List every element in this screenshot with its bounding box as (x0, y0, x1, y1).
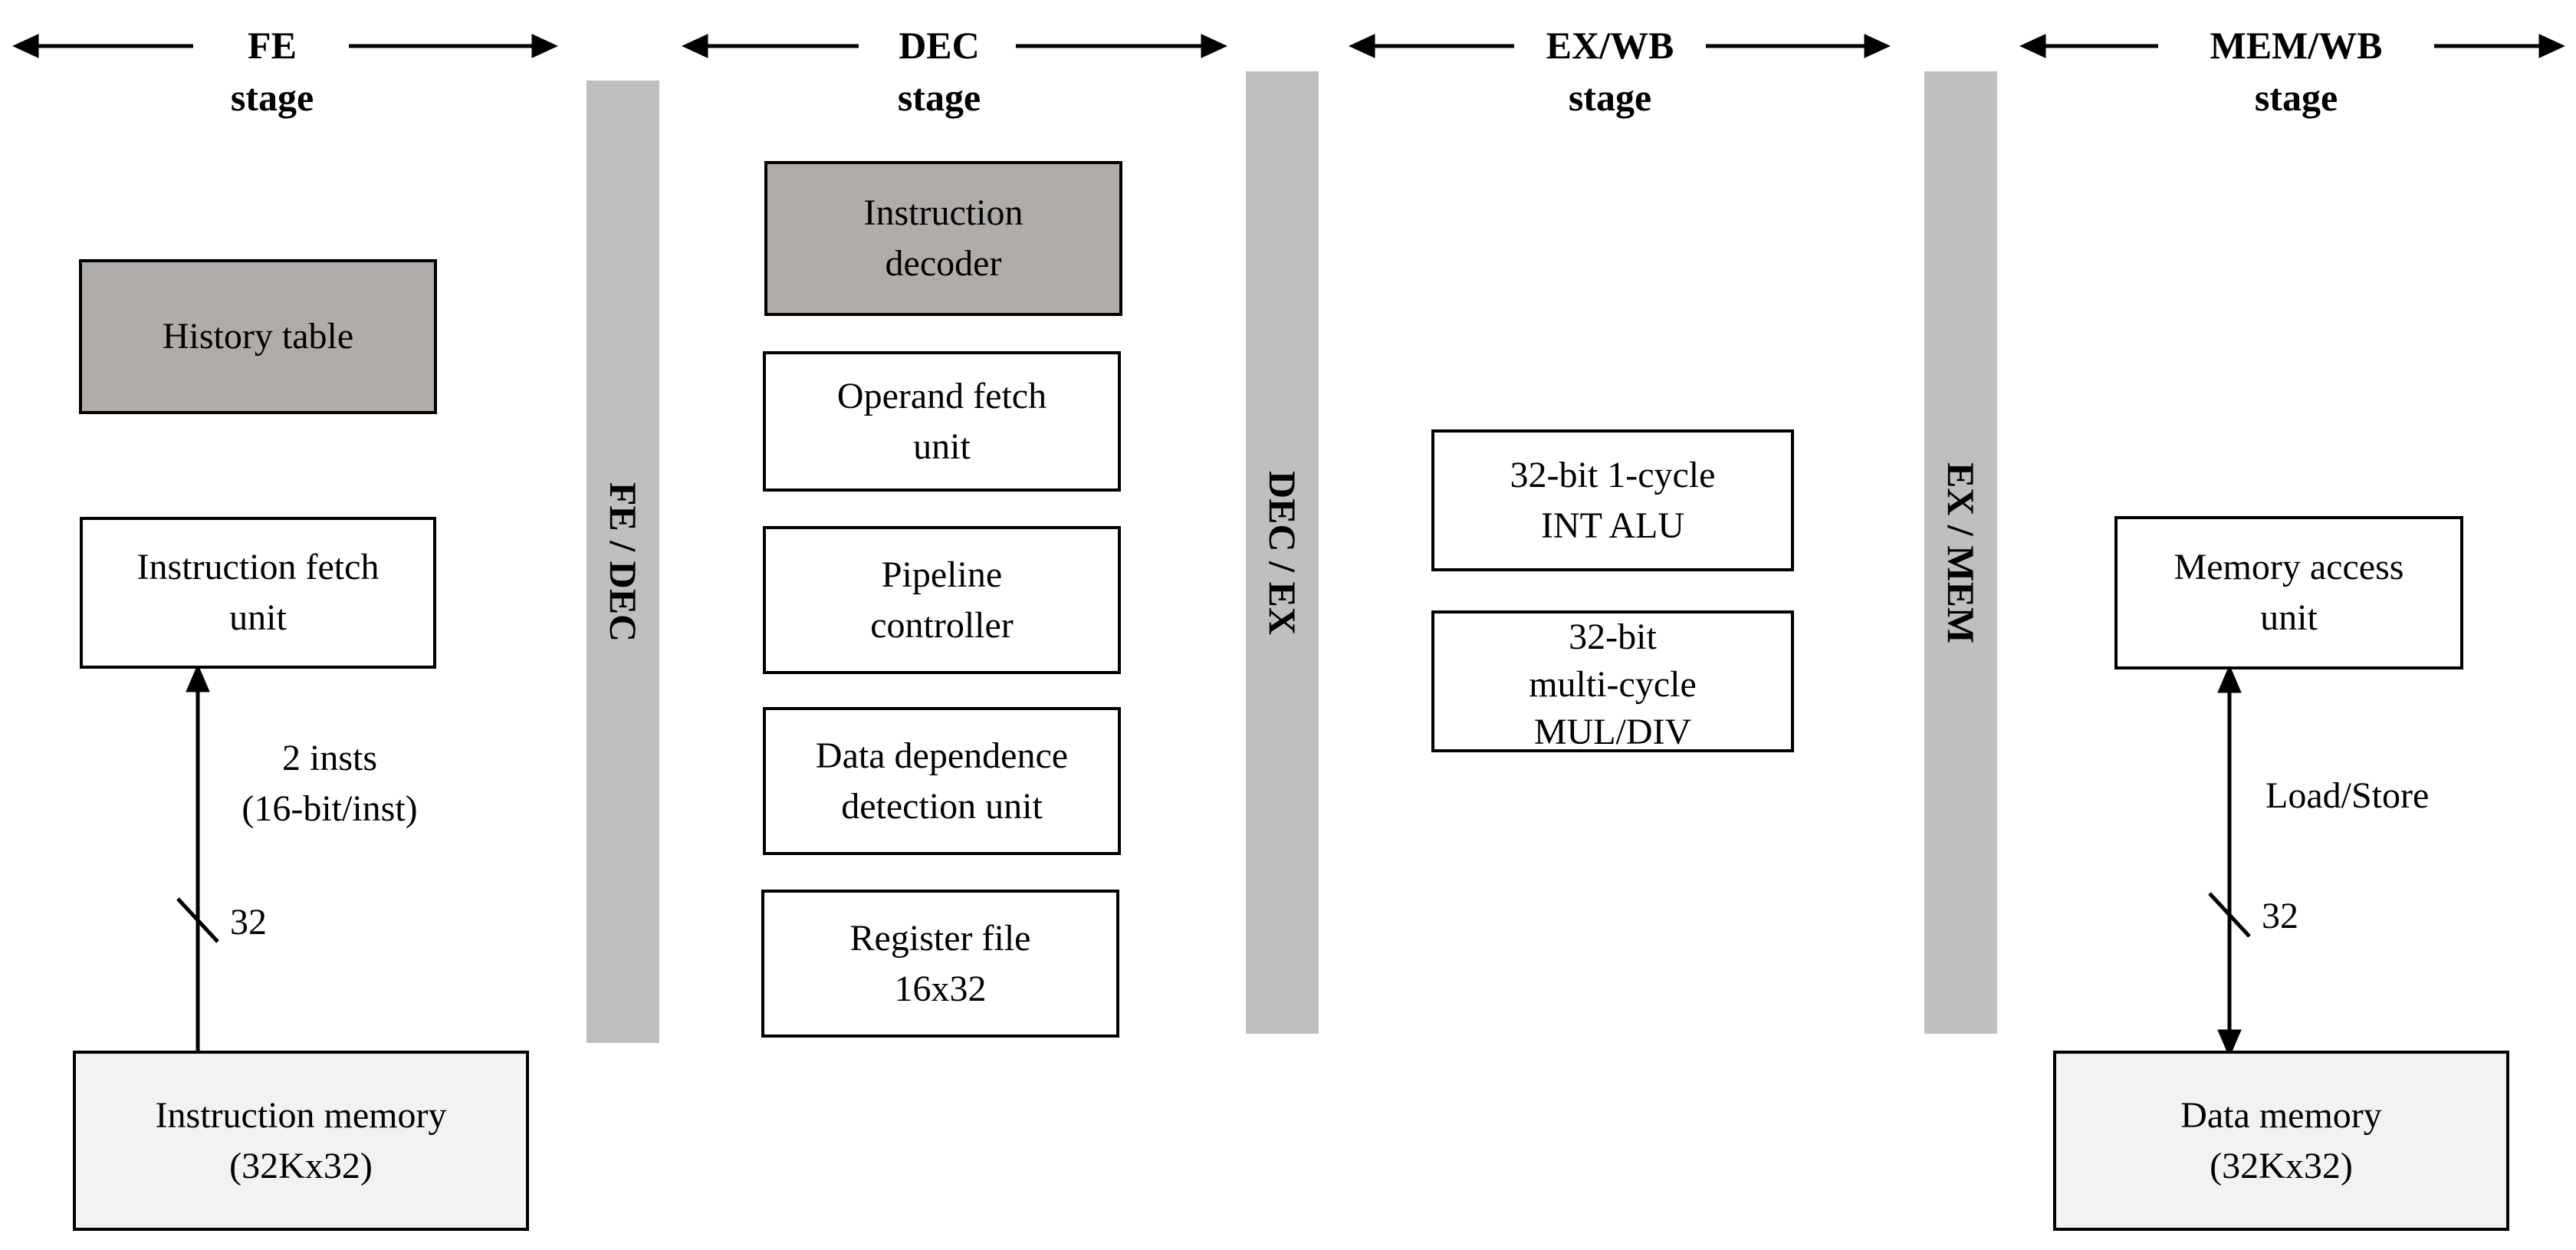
mem-bus-slash (2208, 892, 2251, 938)
memory-access-line1: Memory access (2174, 547, 2404, 587)
instruction-memory-block: Instruction memory (32Kx32) (73, 1051, 529, 1231)
operand-fetch-line2: unit (913, 426, 971, 467)
fetch-bus-width-label: 32 (230, 902, 267, 942)
stage-title-mem: MEM/WB stage (2158, 19, 2434, 123)
register-file-line1: Register file (849, 917, 1031, 959)
int-alu-line2: INT ALU (1540, 505, 1685, 546)
memory-access-line2: unit (2260, 597, 2318, 638)
data-memory-line1: Data memory (2180, 1094, 2382, 1136)
load-store-arrowhead-down (2217, 1029, 2242, 1058)
load-store-label: Load/Store (2266, 775, 2430, 816)
data-dependence-line2: detection unit (841, 785, 1043, 827)
data-memory-block: Data memory (32Kx32) (2053, 1051, 2509, 1231)
dec-stage-arrowhead-left (682, 34, 708, 58)
stage-title-ex: EX/WB stage (1510, 19, 1710, 123)
mul-div-line2: multi-cycle (1529, 664, 1697, 705)
fe-stage-arrowhead-right (531, 34, 558, 58)
instruction-decoder-line2: decoder (885, 243, 1002, 284)
fetch-width-label: 2 insts (16-bit/inst) (203, 733, 456, 834)
int-alu-line1: 32-bit 1-cycle (1510, 454, 1716, 495)
mem-stage-arrowhead-right (2538, 34, 2565, 58)
int-alu-block: 32-bit 1-cycle INT ALU (1431, 429, 1794, 571)
pipeline-register-ex-mem: EX / MEM (1924, 71, 1997, 1034)
pipeline-register-ex-mem-label: EX / MEM (1939, 462, 1983, 643)
fetch-bus-slash (176, 897, 219, 943)
stage-title-dec-line2: stage (897, 76, 981, 119)
pipeline-register-fe-dec-label: FE / DEC (601, 482, 645, 642)
mul-div-block: 32-bit multi-cycle MUL/DIV (1431, 610, 1794, 752)
pipeline-register-fe-dec: FE / DEC (586, 81, 659, 1043)
stage-title-dec: DEC stage (859, 19, 1020, 123)
data-memory-line2: (32Kx32) (2210, 1145, 2353, 1186)
pipeline-controller-block: Pipeline controller (763, 526, 1121, 674)
dec-stage-arrowhead-right (1201, 34, 1227, 58)
stage-title-ex-line1: EX/WB (1546, 24, 1674, 67)
memory-access-unit-block: Memory access unit (2114, 516, 2463, 669)
ex-stage-arrowhead-left (1349, 34, 1375, 58)
data-dependence-detection-block: Data dependence detection unit (763, 707, 1121, 855)
pipeline-register-dec-ex-label: DEC / EX (1260, 470, 1304, 635)
stage-title-dec-line1: DEC (899, 24, 980, 67)
pipeline-controller-line2: controller (870, 604, 1014, 646)
instruction-memory-line1: Instruction memory (155, 1094, 447, 1136)
operand-fetch-unit-block: Operand fetch unit (763, 351, 1121, 492)
fetch-width-line1: 2 insts (281, 738, 378, 778)
data-dependence-line1: Data dependence (815, 735, 1069, 776)
stage-title-fe-line2: stage (230, 76, 314, 119)
load-store-arrowhead-up (2217, 664, 2242, 693)
stage-title-fe: FE stage (192, 19, 353, 123)
stage-title-mem-line2: stage (2254, 76, 2338, 119)
history-table-block: History table (79, 259, 437, 414)
operand-fetch-line1: Operand fetch (836, 375, 1047, 416)
instruction-fetch-line1: Instruction fetch (136, 547, 380, 587)
instruction-memory-line2: (32Kx32) (229, 1145, 373, 1186)
register-file-block: Register file 16x32 (761, 890, 1119, 1038)
mul-div-line3: MUL/DIV (1533, 712, 1692, 752)
stage-title-fe-line1: FE (248, 24, 297, 67)
fetch-path (176, 663, 219, 1051)
instruction-fetch-unit-block: Instruction fetch unit (80, 517, 436, 669)
instruction-decoder-block: Instruction decoder (764, 161, 1122, 316)
load-store-path (2208, 664, 2251, 1058)
stage-arrows (12, 34, 2565, 58)
history-table-line1: History table (162, 316, 354, 357)
register-file-line2: 16x32 (894, 968, 987, 1009)
mul-div-line1: 32-bit (1569, 617, 1657, 657)
pipeline-controller-line1: Pipeline (881, 554, 1003, 595)
pipeline-register-dec-ex: DEC / EX (1246, 71, 1319, 1034)
mem-stage-arrowhead-left (2019, 34, 2046, 58)
instruction-decoder-line1: Instruction (863, 192, 1024, 233)
fe-stage-arrowhead-left (12, 34, 39, 58)
mem-bus-width-label: 32 (2262, 896, 2298, 936)
instruction-fetch-line2: unit (229, 597, 287, 638)
fetch-width-line2: (16-bit/inst) (242, 788, 418, 829)
ex-stage-arrowhead-right (1864, 34, 1891, 58)
stage-title-mem-line1: MEM/WB (2210, 24, 2383, 67)
stage-title-ex-line2: stage (1568, 76, 1652, 119)
fetch-path-arrowhead (186, 663, 210, 692)
